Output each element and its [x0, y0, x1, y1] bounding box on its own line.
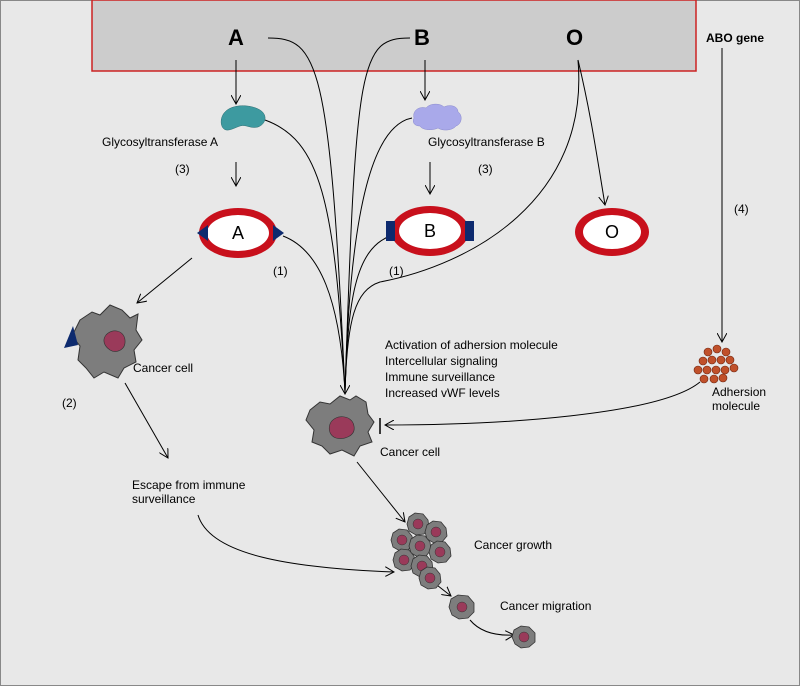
ref-3-left: (3) [175, 162, 190, 176]
ref-1-left: (1) [273, 264, 288, 278]
arrow-cancer-to-escape [124, 382, 168, 458]
cancer-cell-left-label: Cancer cell [133, 361, 194, 375]
glycosyltransferase-a-label: Glycosyltransferase A [102, 135, 219, 149]
antigen-a-left [197, 225, 208, 241]
antigen-a-right [273, 225, 284, 241]
red-cell-o-center [583, 215, 641, 249]
abo-gene-label: ABO gene [706, 31, 765, 45]
gene-panel [91, 0, 697, 72]
curve-from-cell-a [282, 235, 346, 393]
red-cell-a-center [207, 215, 269, 251]
antigen-on-cancer-cell [64, 326, 78, 348]
mechanism-1: Activation of adhersion molecule [385, 338, 558, 352]
cancer-growth-label: Cancer growth [474, 538, 553, 552]
red-cell-a-letter: A [231, 223, 244, 243]
mechanism-2: Intercellular signaling [385, 354, 498, 368]
cancer-cell-center-label: Cancer cell [380, 445, 441, 459]
curve-from-cell-b [344, 235, 391, 393]
curve-from-allele-a [267, 37, 346, 393]
arrow-o-to-cell [577, 59, 605, 205]
mechanism-3: Immune surveillance [385, 370, 496, 384]
curve-from-allele-o [344, 59, 580, 393]
curve-from-allele-b [344, 37, 411, 393]
mechanism-4: Increased vWF levels [385, 386, 500, 400]
red-cell-o-letter: O [604, 222, 619, 242]
cancer-migration-cell [448, 594, 475, 620]
ref-1-right: (1) [389, 264, 404, 278]
arrow-escape-to-growth [197, 514, 394, 572]
red-cell-b-letter: B [423, 221, 436, 241]
curve-from-enzyme-b [344, 117, 413, 393]
allele-b-label: B [414, 25, 430, 50]
arrow-cancer-to-growth [356, 461, 405, 522]
antigen-b-right [465, 221, 474, 241]
enzyme-a-shape [220, 105, 266, 131]
arrow-migration-to-spread [469, 619, 514, 635]
enzyme-b-shape [413, 103, 462, 131]
arrow-cell-a-to-cancer-cell [137, 257, 193, 303]
adhesion-molecule-label: Adhersion molecule [712, 385, 767, 413]
cancer-migration-label: Cancer migration [500, 599, 592, 613]
ref-4: (4) [734, 202, 749, 216]
glycosyltransferase-b-label: Glycosyltransferase B [428, 135, 545, 149]
red-cell-b-center [399, 213, 461, 249]
cancer-growth-cluster [390, 512, 452, 590]
ref-2: (2) [62, 396, 77, 410]
allele-o-label: O [566, 25, 584, 50]
allele-a-label: A [228, 25, 244, 50]
antigen-b-left [386, 221, 395, 241]
adhesion-molecule-cluster [693, 344, 739, 384]
cancer-spread-cell [511, 625, 536, 649]
cancer-cell-center-nucleus [328, 416, 355, 439]
arrow-adhesion-to-cancer-cell [385, 381, 701, 425]
curve-from-enzyme-a [264, 119, 346, 393]
ref-3-right: (3) [478, 162, 493, 176]
cancer-cell-left-nucleus [103, 330, 126, 352]
escape-label: Escape from immune surveillance [132, 478, 246, 506]
